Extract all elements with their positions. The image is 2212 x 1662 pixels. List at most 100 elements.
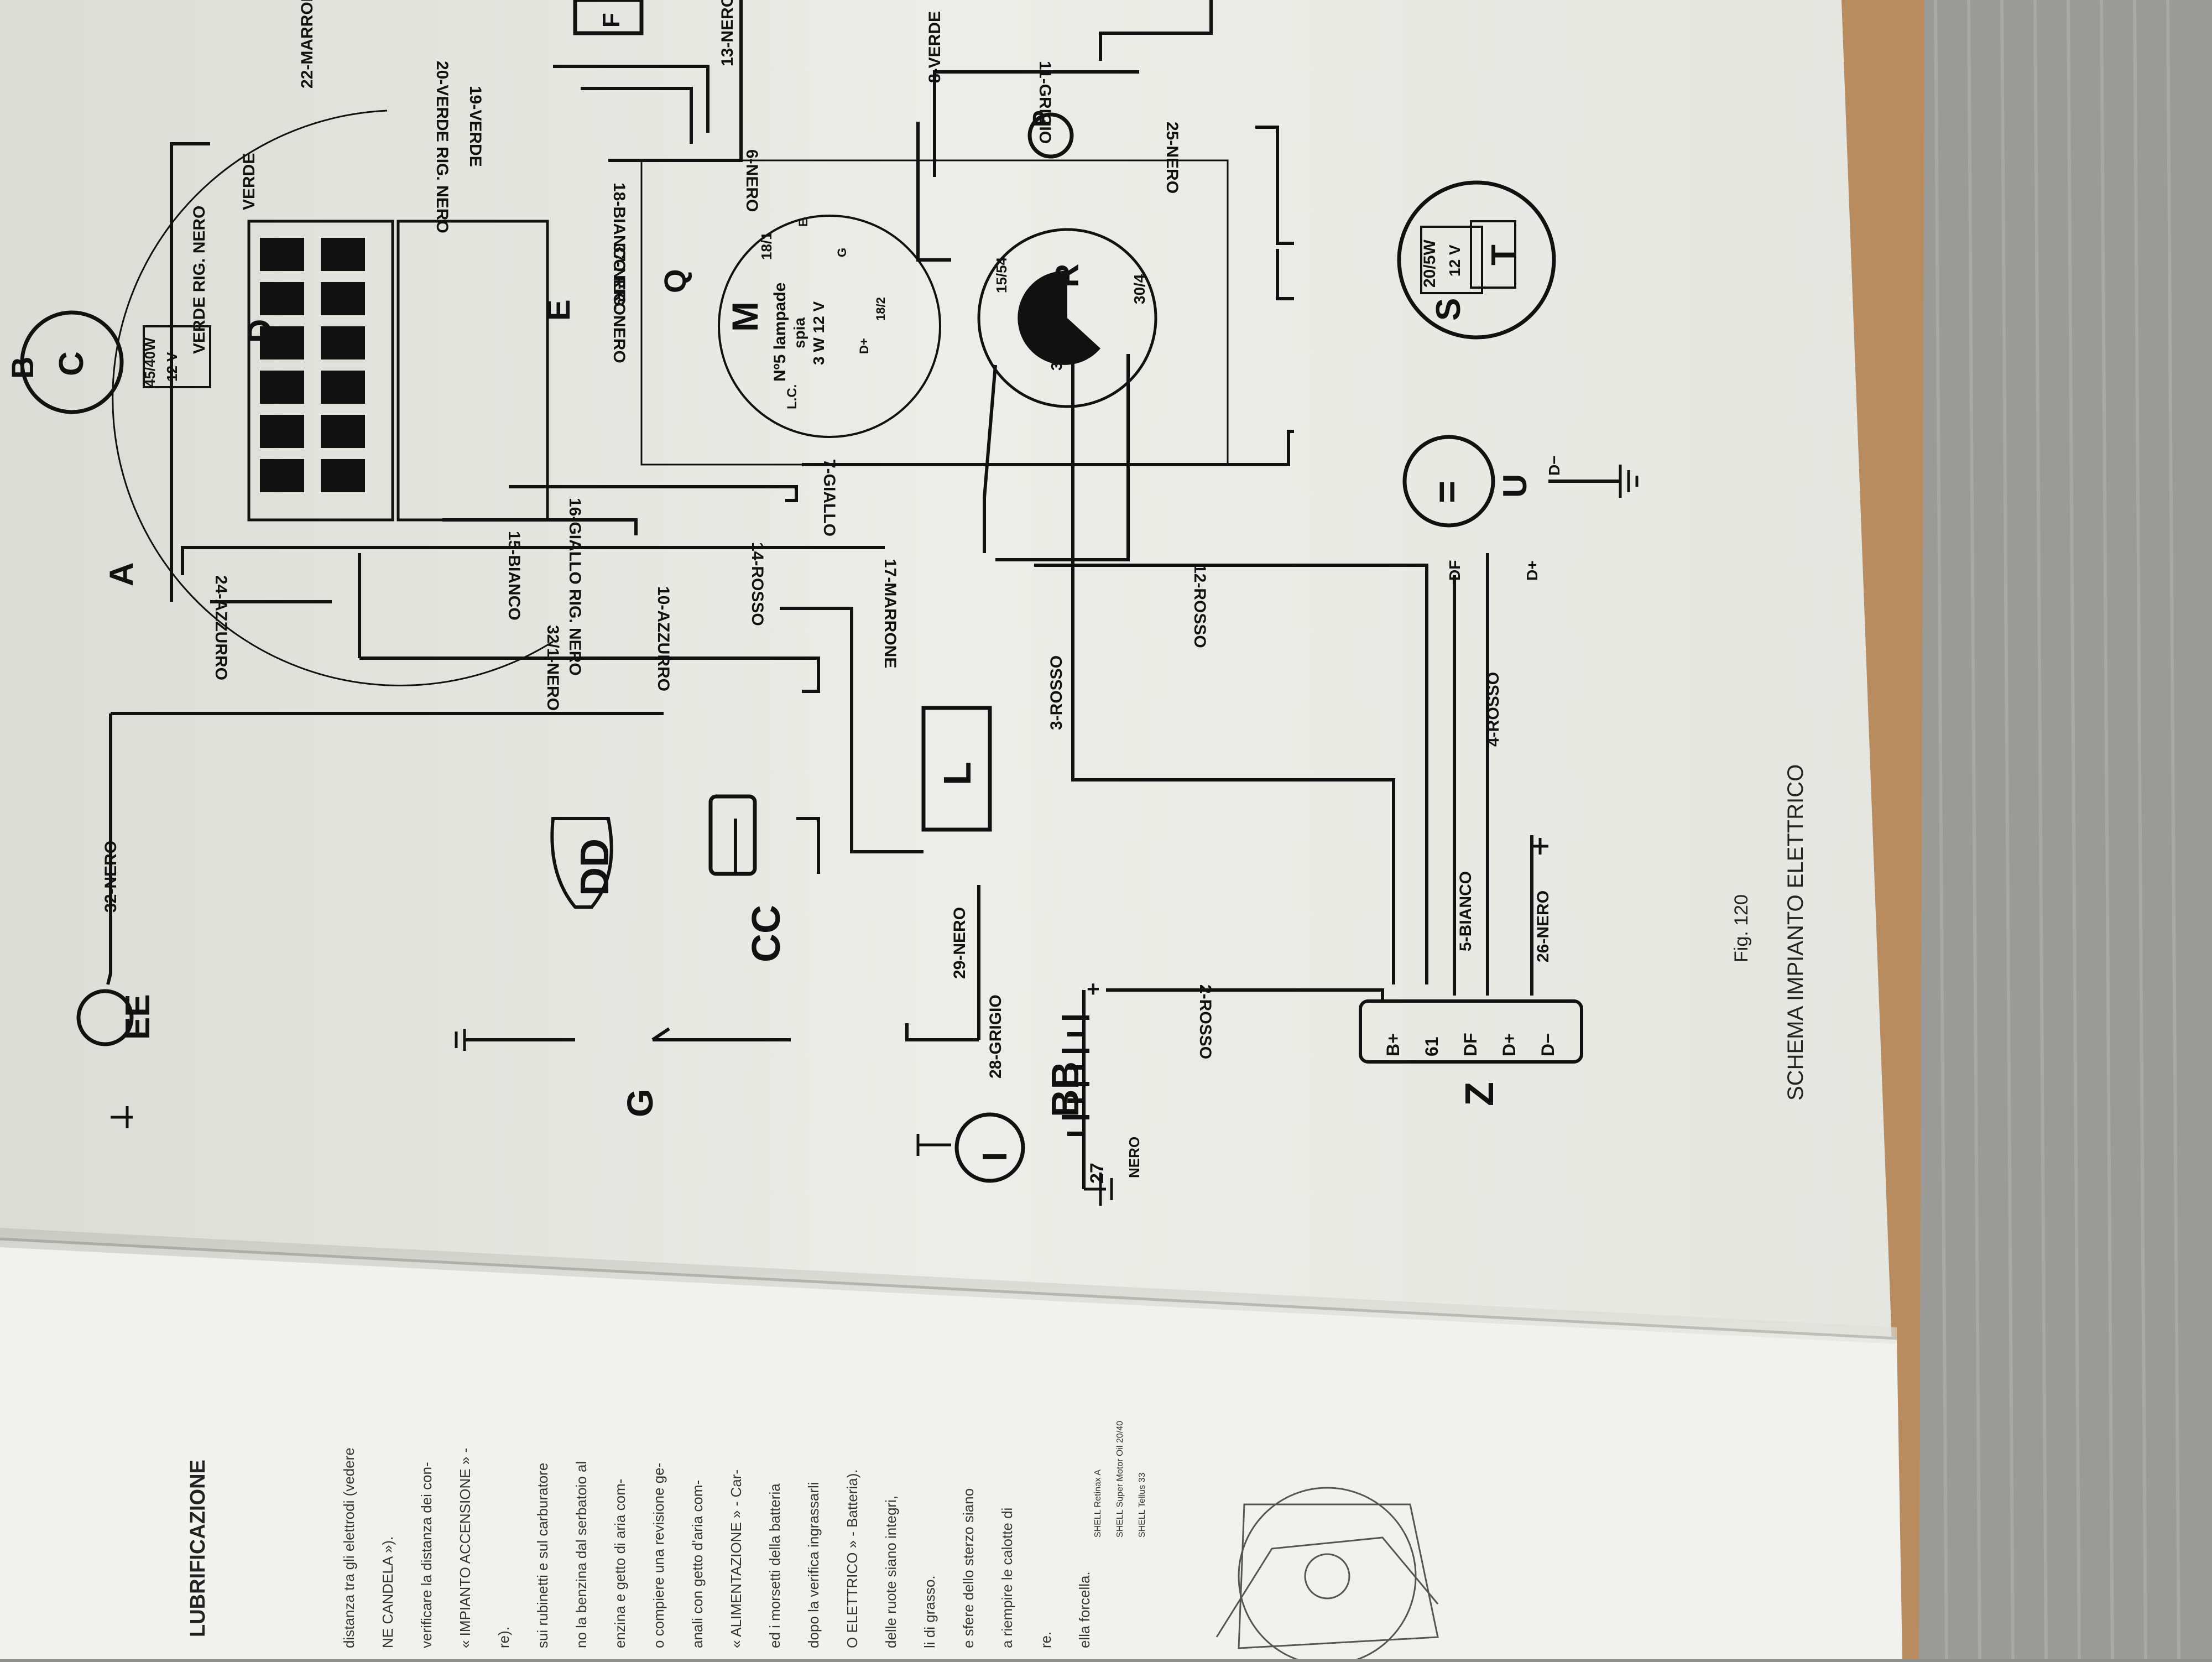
- c-socket-box: [143, 325, 211, 388]
- wire-label-37-nero: 37-NERO: [610, 243, 628, 315]
- wire-labels: 32-NERO 32/1-NERO 10-AZZURRO 24-AZZURRO …: [102, 0, 1552, 1079]
- bb-term-27: 27: [1087, 1163, 1108, 1184]
- label-z: Z: [1458, 1082, 1502, 1106]
- u-symbol: =: [1425, 481, 1468, 503]
- label-bb: BB: [1044, 1061, 1087, 1117]
- wire-label-10-azzurro: 10-AZZURRO: [654, 586, 672, 691]
- d-junction-block: [260, 238, 365, 492]
- label-t: T: [1485, 244, 1523, 265]
- label-e: E: [541, 299, 577, 321]
- wire-label-6-nero: 6-NERO: [743, 149, 761, 212]
- wire-label-12-rosso: 12-ROSSO: [1191, 564, 1209, 648]
- s-bulb-rating: 20/5W: [1421, 239, 1439, 288]
- wire-label-20: 20-VERDE RIG. NERO: [433, 61, 451, 233]
- m-pin-lc: L.C.: [785, 384, 800, 409]
- s-socket-box: [1420, 226, 1483, 294]
- left-page-line: o compiere una revisione ge-: [650, 1463, 667, 1648]
- label-p: P: [1027, 110, 1056, 127]
- label-b: B: [5, 357, 40, 379]
- c-headlamp-circle: [20, 310, 124, 414]
- corrugated-lines: [1934, 0, 2180, 1660]
- s-tail-lamp-circle: [1397, 180, 1556, 340]
- wire-label-8-verde: 8-VERDE: [926, 11, 944, 83]
- dd-bulb-shape: [550, 817, 613, 909]
- wire-label-verde: VERDE: [240, 153, 258, 210]
- wire-label-32-1-nero: 32/1-NERO: [544, 625, 562, 711]
- label-d: D: [241, 319, 278, 343]
- r-switch-dial: [1018, 270, 1100, 365]
- wire-label-22-marrone: 22-MARRONE: [298, 0, 316, 88]
- label-l: L: [936, 762, 979, 785]
- wire-label-28-grigio: 28-GRIGIO: [987, 994, 1005, 1079]
- label-c: C: [53, 351, 91, 376]
- u-term-dminus: D−: [1546, 455, 1563, 476]
- left-page-text: LUBRIFICAZIONE distanza tra gli elettrod…: [186, 1421, 1439, 1662]
- fig-number: Fig. 120: [1731, 894, 1752, 962]
- m-text-2: 18/1: [758, 232, 775, 260]
- left-page-line: delle ruote siano integri,: [883, 1496, 899, 1648]
- u-dynamo-circle: [1402, 435, 1495, 528]
- label-f: F: [598, 13, 625, 28]
- c-bulb-rating: 45/40W: [142, 337, 158, 387]
- label-s: S: [1430, 298, 1468, 321]
- wire-label-2-rosso: 2-ROSSO: [1196, 984, 1214, 1059]
- label-a: A: [103, 562, 140, 586]
- wire-label-24-azzurro: 24-AZZURRO: [212, 575, 230, 680]
- legend-line-3: SHELL Tellus 33: [1138, 1472, 1147, 1538]
- z-pin-bplus: B+: [1383, 1033, 1403, 1056]
- r-term-30: 30: [1048, 353, 1065, 371]
- left-page-line: no la benzina dal serbatoio al: [573, 1461, 589, 1648]
- figure-caption: Fig. 120 SCHEMA IMPIANTO ELETTRICO: [1731, 764, 1808, 1101]
- ground-symbols: [111, 465, 1639, 1206]
- wire-label-5-bianco: 5-BIANCO: [1457, 871, 1475, 951]
- component-labels: A B C D E F G I L M P Q R S T U Z BB CC …: [5, 13, 1533, 1161]
- left-page-heading: LUBRIFICAZIONE: [186, 1460, 210, 1637]
- z-pin-61: 61: [1422, 1036, 1442, 1056]
- l-coil-box: [921, 706, 992, 832]
- motorcycle-illustration: [1215, 1487, 1439, 1662]
- z-pin-df: DF: [1460, 1033, 1480, 1056]
- s-bulb-volt: 12 V: [1446, 244, 1463, 277]
- left-page-line: enzina e getto di aria com-: [612, 1479, 628, 1648]
- m-indicator-circle: [718, 215, 941, 438]
- r-term-304: 30/4: [1131, 274, 1148, 304]
- left-page-line: « IMPIANTO ACCENSIONE » -: [457, 1448, 473, 1648]
- wire-label-7-giallo: 7-GIALLO: [820, 459, 838, 536]
- left-page-line: li di grasso.: [921, 1576, 938, 1649]
- left-page-line: anali con getto d'aria com-: [689, 1480, 706, 1648]
- wire-label-18: 18-BIANCO RIG. NERO: [610, 183, 628, 363]
- c-bulb-volt: 12 V: [164, 352, 180, 382]
- left-page-line: e sfere dello sterzo siano: [960, 1488, 977, 1648]
- left-page-line: dopo la verifica ingrassarli: [805, 1482, 822, 1648]
- left-page-line: re).: [495, 1627, 512, 1648]
- wire-lines: [106, 0, 1620, 1189]
- legend-line-1: SHELL Retinax A: [1093, 1470, 1103, 1538]
- component-shapes: [20, 0, 1556, 1183]
- wire-label-13-nero: 13-NERO: [718, 0, 737, 66]
- label-g: G: [619, 1089, 660, 1117]
- left-page-line: ella forcella.: [1076, 1571, 1093, 1648]
- z-pin-dplus: D+: [1499, 1033, 1519, 1056]
- bb-term-plus: +: [1081, 983, 1105, 996]
- wire-label-19-verde: 19-VERDE: [466, 86, 484, 167]
- wire-label-26-nero: 26-NERO: [1534, 890, 1552, 962]
- m-text-3: spia: [791, 317, 808, 348]
- left-page-line: sui rubinetti e sul carburatore: [534, 1463, 551, 1648]
- label-m: M: [724, 301, 765, 332]
- z-pin-dminus: D−: [1538, 1033, 1558, 1056]
- label-i: I: [976, 1152, 1014, 1161]
- wire-label-29-nero: 29-NERO: [951, 907, 969, 979]
- legend-line-2: SHELL Super Motor Oil 20/40: [1115, 1421, 1125, 1538]
- u-term-df: DF: [1446, 560, 1463, 581]
- f-box: [573, 0, 644, 35]
- bb-battery-cells: [1062, 1015, 1089, 1136]
- label-dd: DD: [573, 838, 617, 896]
- left-page-line: O ELETTRICO » - Batteria).: [844, 1469, 860, 1648]
- cc-connector-box: [708, 794, 757, 876]
- label-u: U: [1496, 474, 1533, 498]
- m-text-4: 3 W 12 V: [810, 301, 827, 365]
- bb-term-nero: NERO: [1126, 1137, 1142, 1178]
- wire-label-15-bianco: 15-BIANCO: [505, 531, 523, 621]
